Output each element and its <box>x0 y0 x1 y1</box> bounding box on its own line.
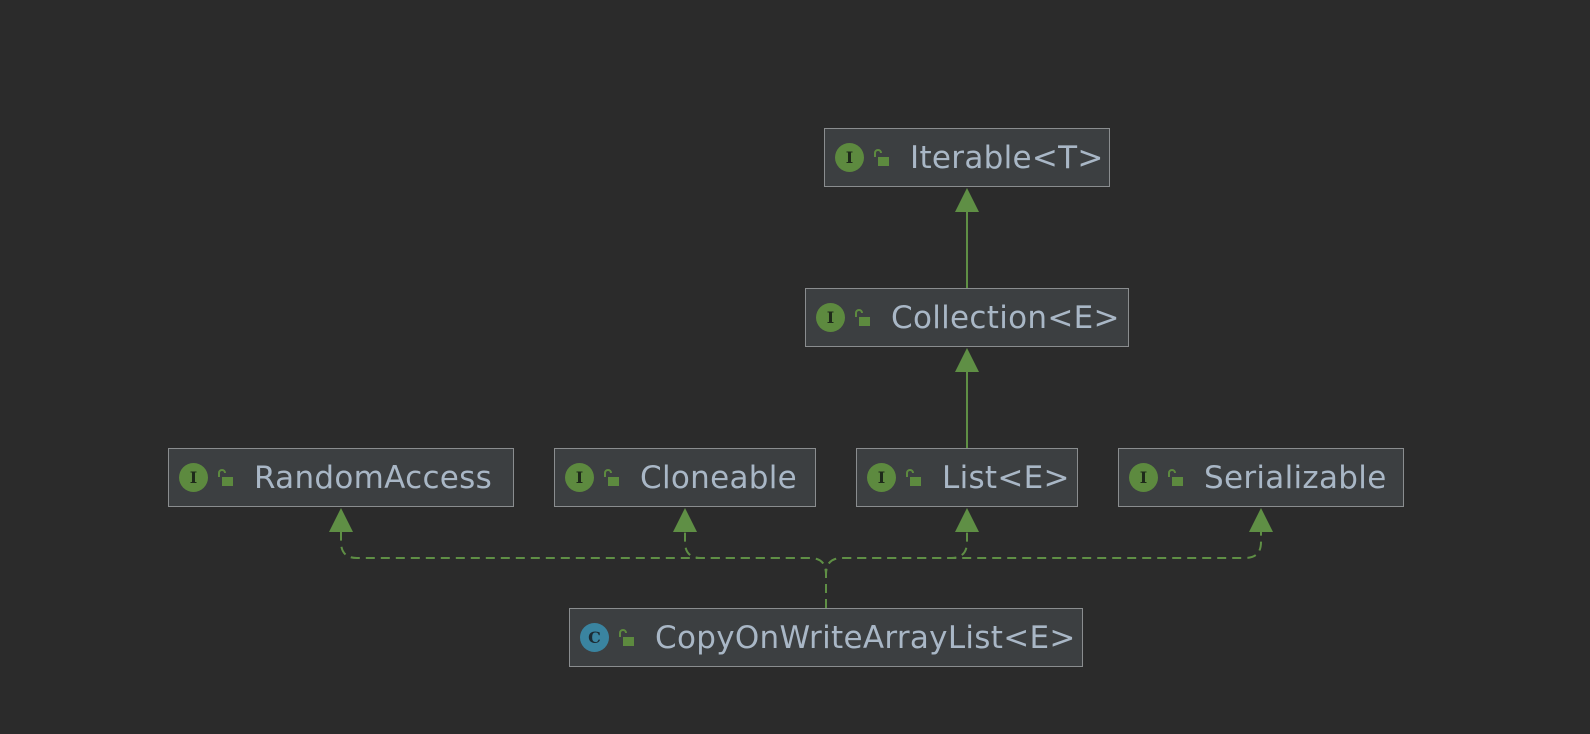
public-access-lock-icon <box>218 468 233 486</box>
interface-badge-icon: I <box>1129 463 1158 492</box>
interface-badge-icon: I <box>565 463 594 492</box>
arrowhead-iterable <box>955 188 979 212</box>
interface-badge-icon: I <box>816 303 845 332</box>
arrowhead-list <box>955 508 979 532</box>
arrowhead-cloneable <box>673 508 697 532</box>
public-access-lock-icon <box>619 628 634 646</box>
node-iterable[interactable]: I Iterable<T> <box>824 128 1110 187</box>
interface-badge-icon: I <box>179 463 208 492</box>
public-access-lock-icon <box>906 468 921 486</box>
node-serializable[interactable]: I Serializable <box>1118 448 1404 507</box>
node-label: CopyOnWriteArrayList<E> <box>655 619 1076 656</box>
node-copyonwritearraylist[interactable]: C CopyOnWriteArrayList<E> <box>569 608 1083 667</box>
edge-cowal-to-serializable <box>825 528 1262 608</box>
node-randomaccess[interactable]: I RandomAccess <box>168 448 514 507</box>
class-badge-icon: C <box>580 623 609 652</box>
interface-badge-icon: I <box>835 143 864 172</box>
public-access-lock-icon <box>604 468 619 486</box>
edge-cowal-to-list <box>825 528 968 608</box>
arrowhead-collection <box>955 348 979 372</box>
public-access-lock-icon <box>855 308 870 326</box>
arrowhead-randomaccess <box>329 508 353 532</box>
public-access-lock-icon <box>1168 468 1183 486</box>
edge-cowal-to-randomaccess <box>340 528 827 608</box>
node-label: List<E> <box>942 459 1070 496</box>
node-label: Iterable<T> <box>910 139 1104 176</box>
node-label: RandomAccess <box>254 459 493 496</box>
arrowhead-serializable <box>1249 508 1273 532</box>
node-collection[interactable]: I Collection<E> <box>805 288 1129 347</box>
edge-cowal-to-cloneable <box>684 528 827 608</box>
node-label: Cloneable <box>640 459 798 496</box>
node-label: Serializable <box>1204 459 1387 496</box>
node-list[interactable]: I List<E> <box>856 448 1078 507</box>
interface-badge-icon: I <box>867 463 896 492</box>
public-access-lock-icon <box>874 148 889 166</box>
node-cloneable[interactable]: I Cloneable <box>554 448 816 507</box>
node-label: Collection<E> <box>891 299 1120 336</box>
